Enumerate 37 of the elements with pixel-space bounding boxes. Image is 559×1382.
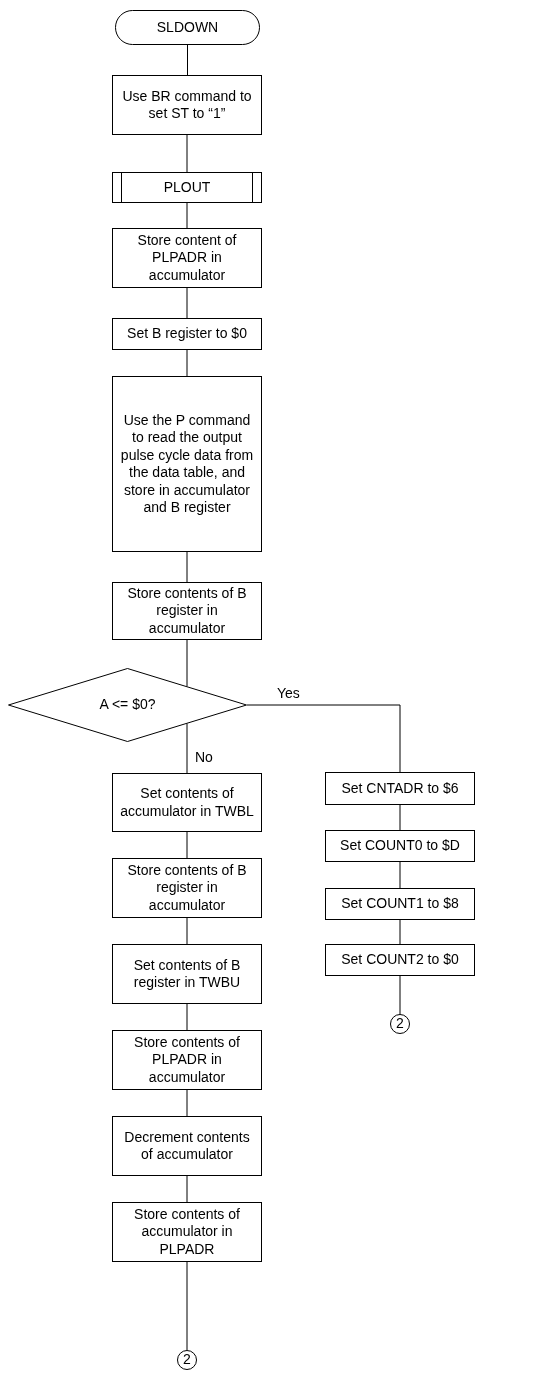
process-box: Use the P command to read the output pulse cycle data from the data table, and store in accumulator and B register <box>112 376 262 552</box>
process-box: Decrement contents of accumulator <box>112 1116 262 1176</box>
connector-line <box>399 804 401 831</box>
connector-line <box>186 349 188 377</box>
process-box: Store content of PLPADR in accumulator <box>112 228 262 288</box>
connector-line <box>187 44 188 76</box>
process-box: Store contents of B register in accumulator <box>112 858 262 918</box>
process-box: Set B register to $0 <box>112 318 262 350</box>
predefined-process-box: PLOUT <box>112 172 262 203</box>
connector-line <box>186 1003 188 1031</box>
connector-line <box>186 1089 188 1117</box>
process-box: Store contents of B register in accumulator <box>112 582 262 640</box>
connector-line <box>186 287 188 319</box>
process-box: Set contents of B register in TWBU <box>112 944 262 1004</box>
process-box: Set COUNT0 to $D <box>325 830 475 862</box>
process-box: Set CNTADR to $6 <box>325 772 475 805</box>
terminal-box: SLDOWN <box>115 10 260 45</box>
decision-diamond: A <= $0? <box>8 668 247 742</box>
connector-line <box>399 861 401 889</box>
connector-line <box>186 202 188 229</box>
process-box: Store contents of PLPADR in accumulator <box>112 1030 262 1090</box>
connector-line <box>399 919 401 945</box>
process-box: Set contents of accumulator in TWBL <box>112 773 262 832</box>
connector-line <box>186 134 188 173</box>
process-box: Set COUNT2 to $0 <box>325 944 475 976</box>
process-box: Set COUNT1 to $8 <box>325 888 475 920</box>
connector-line <box>246 704 401 773</box>
connector-line <box>186 1261 188 1351</box>
connector-line <box>186 1175 188 1203</box>
connector-line <box>186 831 188 859</box>
connector-line <box>186 639 188 687</box>
process-box: Use BR command to set ST to “1” <box>112 75 262 135</box>
connector-line <box>399 975 401 1015</box>
connector-line <box>186 917 188 945</box>
connector-line <box>186 723 188 774</box>
process-box: Store contents of accumulator in PLPADR <box>112 1202 262 1262</box>
connector-line <box>186 551 188 583</box>
